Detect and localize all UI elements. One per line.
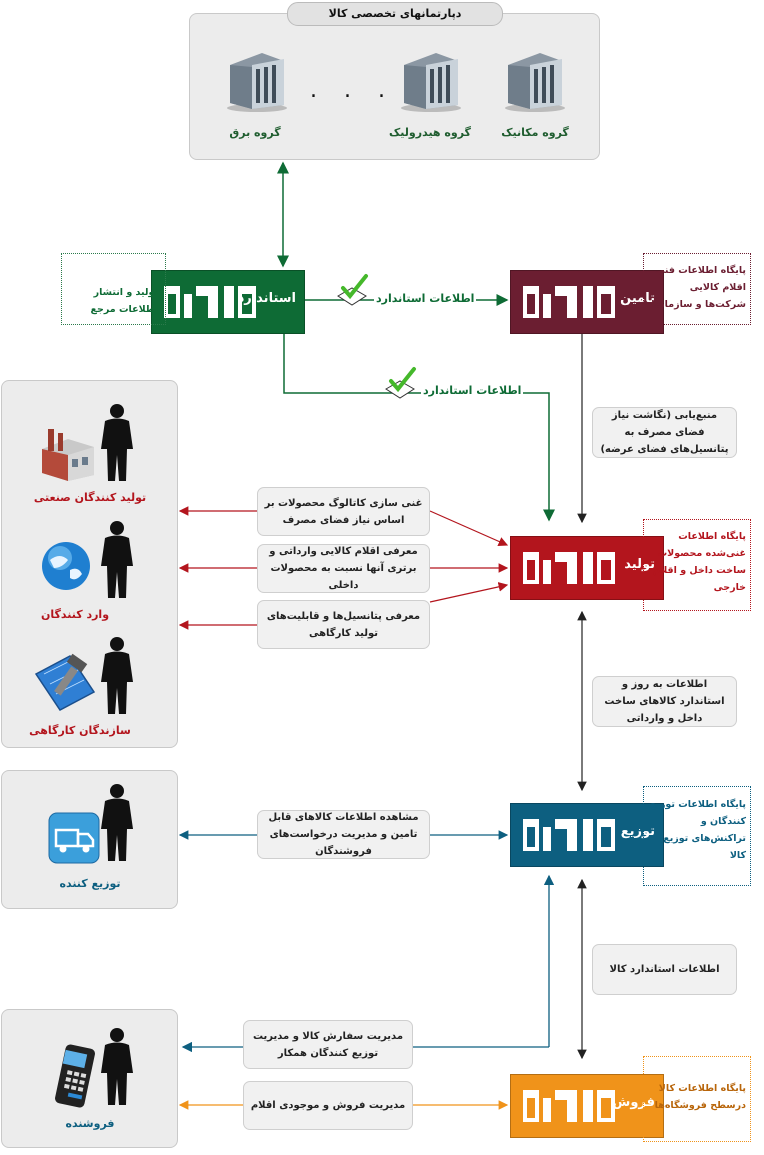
distribution-note-box <box>643 786 751 886</box>
globe-icon <box>42 542 90 590</box>
distributor-label: توزیع کننده <box>59 877 121 890</box>
imports-pill: معرفی اقلام کالایی وارداتی و برتری آنها … <box>257 544 430 593</box>
seller-label: فروشنده <box>65 1117 115 1130</box>
node-label: توزیع <box>620 824 655 839</box>
blueprint-tools-icon <box>34 653 96 711</box>
node-label: استاندارد <box>237 291 296 306</box>
standard-note: تولید و انتشار اطلاعات مرجع <box>90 287 158 316</box>
standard-info-label-1: اطلاعات استاندارد <box>374 292 477 305</box>
building-icon <box>505 53 565 112</box>
kala-logo <box>523 1090 615 1122</box>
importers-label: وارد کنندگان <box>40 608 110 621</box>
production-note-box <box>643 519 751 611</box>
standard-note-box <box>61 253 166 325</box>
updated-info-pill: اطلاعات به روز و استاندارد کالاهای ساخت … <box>592 676 737 727</box>
ellipsis: . . . <box>310 78 395 103</box>
arrow-catalog-right <box>429 510 509 546</box>
person-icon <box>101 404 133 481</box>
distribution-note: پایگاه اطلاعات توزیع کنندگان و تراکنش‌ها… <box>649 799 746 862</box>
pos-terminal-icon <box>55 1044 95 1108</box>
kala-logo <box>164 286 256 318</box>
manufacturers-label: تولید کنندگان صنعتی <box>33 491 147 504</box>
kala-logo <box>523 552 615 584</box>
building-icon <box>401 53 461 112</box>
sourcing-pill: منبع‌یابی (نگاشت نیاز فضای مصرف به پتانس… <box>592 407 737 458</box>
group-label-electrical: گروه برق <box>229 126 281 139</box>
standard-info-label-2: اطلاعات استاندارد <box>421 384 524 397</box>
group-label-mechanical: گروه مکانیک <box>501 126 569 139</box>
kala-supply-node: تامین <box>510 270 664 334</box>
kala-sales-node: فروش <box>510 1074 664 1138</box>
kala-logo <box>523 286 615 318</box>
standard-goods-pill: اطلاعات استاندارد کالا <box>592 944 737 995</box>
person-icon <box>101 1028 133 1105</box>
check-icon <box>385 367 416 399</box>
kala-production-node: تولید <box>510 536 664 600</box>
sales-note: پایگاه اطلاعات کالا درسطح فروشگاه‌ها <box>654 1083 746 1112</box>
catalog-pill: غنی سازی کاتالوگ محصولات بر اساس نیاز فض… <box>257 487 430 536</box>
factory-icon <box>42 429 94 481</box>
building-icon <box>227 53 287 112</box>
supply-note: پایگاه اطلاعات فنی اقلام کالایی شرکت‌ها … <box>651 265 746 311</box>
node-label: فروش <box>612 1095 655 1110</box>
person-icon <box>101 784 133 861</box>
truck-icon <box>48 812 100 864</box>
departments-title: دپارتمانهای تخصصی کالا <box>287 2 503 26</box>
group-label-hydraulic: گروه هیدرولیک <box>389 126 471 139</box>
person-icon <box>101 521 133 598</box>
production-note: پایگاه اطلاعات غنی‌شده محصولات ساخت داخل… <box>653 531 746 594</box>
person-icon <box>101 637 133 714</box>
check-icon <box>337 274 368 306</box>
node-label: تامین <box>620 291 655 306</box>
view-supply-pill: مشاهده اطلاعات کالاهای قابل تامین و مدیر… <box>257 810 430 859</box>
order-mgmt-pill: مدیریت سفارش کالا و مدیریت توزیع کنندگان… <box>243 1020 413 1069</box>
workshop-builders-label: سازندگان کارگاهی <box>29 724 131 737</box>
kala-distribution-node: توزیع <box>510 803 664 867</box>
arrow-workshop-right <box>429 582 509 603</box>
arrow-standard-production <box>283 334 555 522</box>
supply-note-box <box>643 253 751 325</box>
workshop-pill: معرفی پتانسیل‌ها و قابلیت‌های تولید کارگ… <box>257 600 430 649</box>
sales-note-box <box>643 1056 751 1142</box>
sales-mgmt-pill: مدیریت فروش و موجودی اقلام <box>243 1081 413 1130</box>
node-label: تولید <box>624 557 655 572</box>
kala-standard-node: استاندارد <box>151 270 305 334</box>
kala-logo <box>523 819 615 851</box>
